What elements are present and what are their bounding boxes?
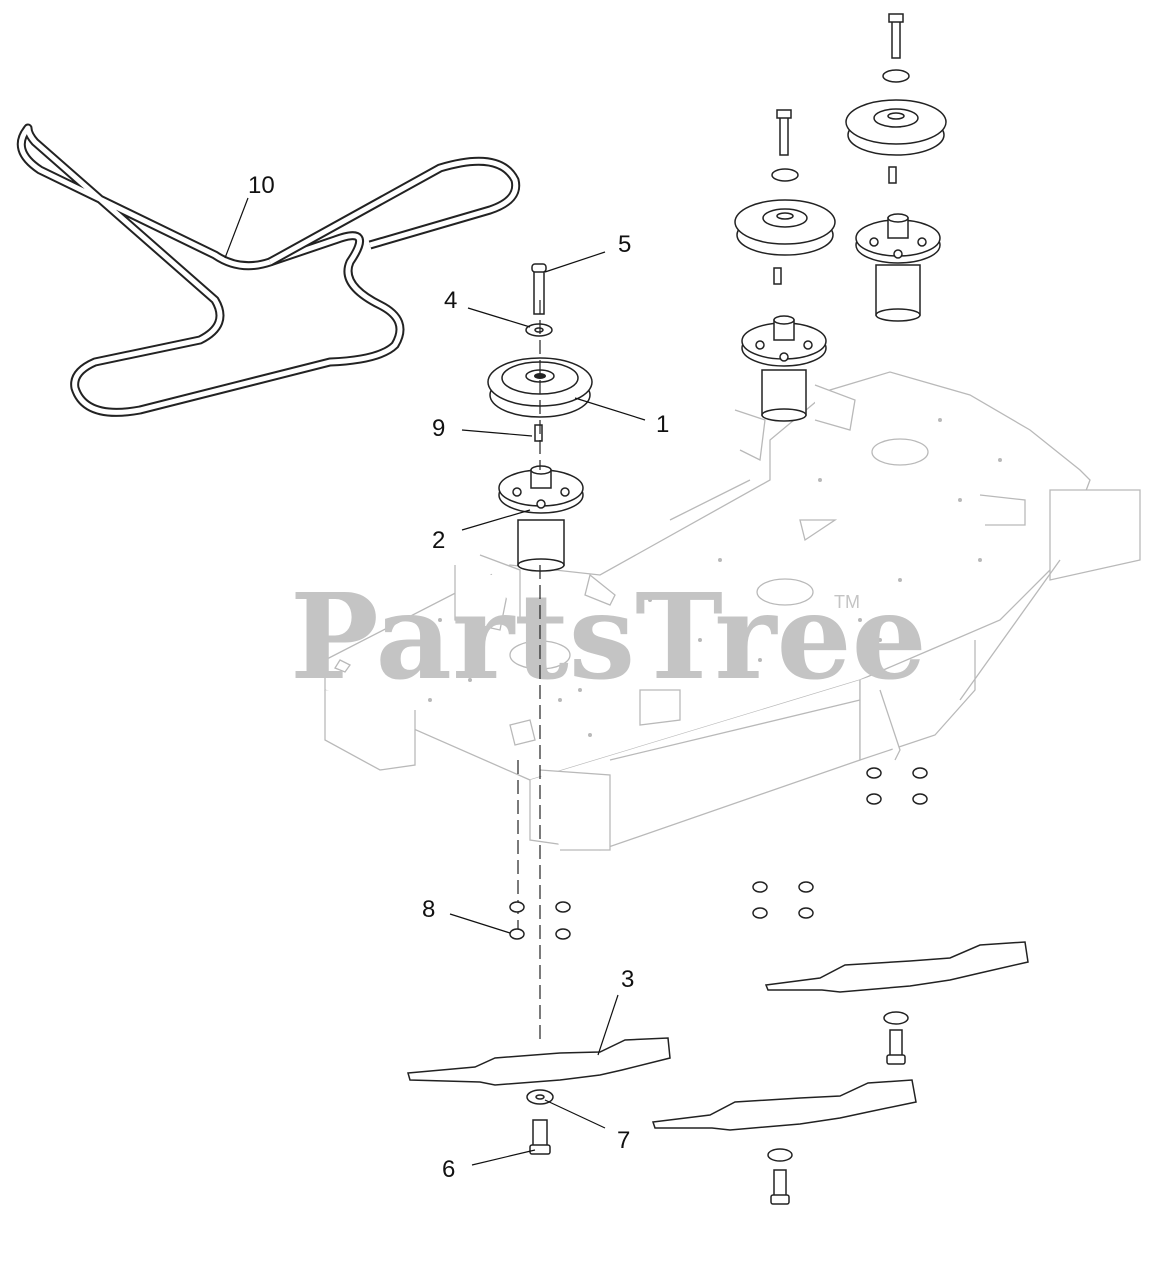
callout-8: 8 (422, 896, 435, 923)
callout-1: 1 (656, 411, 669, 438)
callouts: 10 5 4 1 9 2 8 3 7 6 (248, 172, 669, 1183)
callout-7: 7 (617, 1127, 630, 1154)
left-spindle-stack (407, 263, 671, 1155)
mower-deck (324, 371, 1141, 851)
callout-2: 2 (432, 527, 445, 554)
callout-9: 9 (432, 415, 445, 442)
leader-lines (224, 197, 646, 1166)
nuts-8 (509, 901, 571, 940)
middle-spindle-stack (651, 109, 917, 1205)
spindle-2 (498, 465, 584, 572)
callout-4: 4 (444, 287, 457, 314)
callout-6: 6 (442, 1156, 455, 1183)
washer-4 (525, 323, 553, 337)
watermark-text: PartsTree (290, 567, 927, 706)
drive-belt (16, 123, 521, 417)
bolt-6 (529, 1119, 551, 1155)
callout-5: 5 (618, 231, 631, 258)
watermark: PartsTree TM (290, 567, 927, 706)
callout-10: 10 (248, 172, 275, 199)
key-9 (534, 424, 543, 442)
blade-3 (407, 1037, 671, 1086)
callout-3: 3 (621, 966, 634, 993)
washer-7 (526, 1089, 554, 1105)
right-spindle-stack (764, 13, 1029, 1065)
watermark-trademark: TM (834, 592, 860, 612)
bolt-5 (531, 263, 547, 315)
